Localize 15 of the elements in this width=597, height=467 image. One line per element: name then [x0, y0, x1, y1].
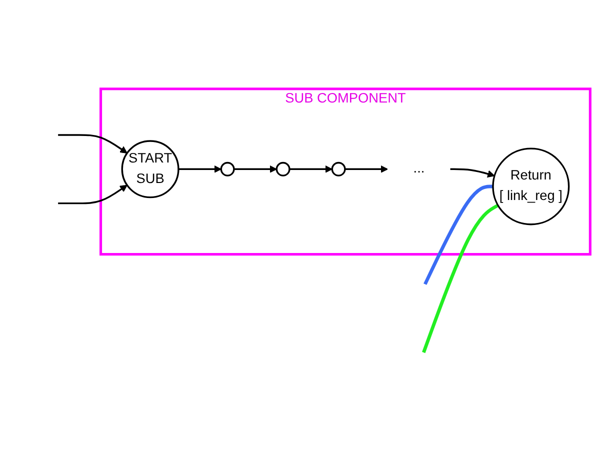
arrow [234, 165, 277, 173]
arrow [178, 165, 222, 173]
node-circle [220, 162, 235, 176]
arrow [344, 165, 388, 173]
arrow [450, 168, 495, 178]
connector [422, 204, 499, 354]
arrow [289, 165, 332, 173]
node-circle: Return [ link_reg ] [492, 148, 570, 226]
arrow [58, 134, 128, 154]
node-text: ... [413, 161, 425, 176]
node-circle: START SUB [121, 140, 180, 198]
connector [424, 184, 493, 285]
node-circle [276, 162, 290, 176]
node-circle [331, 162, 346, 176]
arrow [58, 184, 128, 204]
